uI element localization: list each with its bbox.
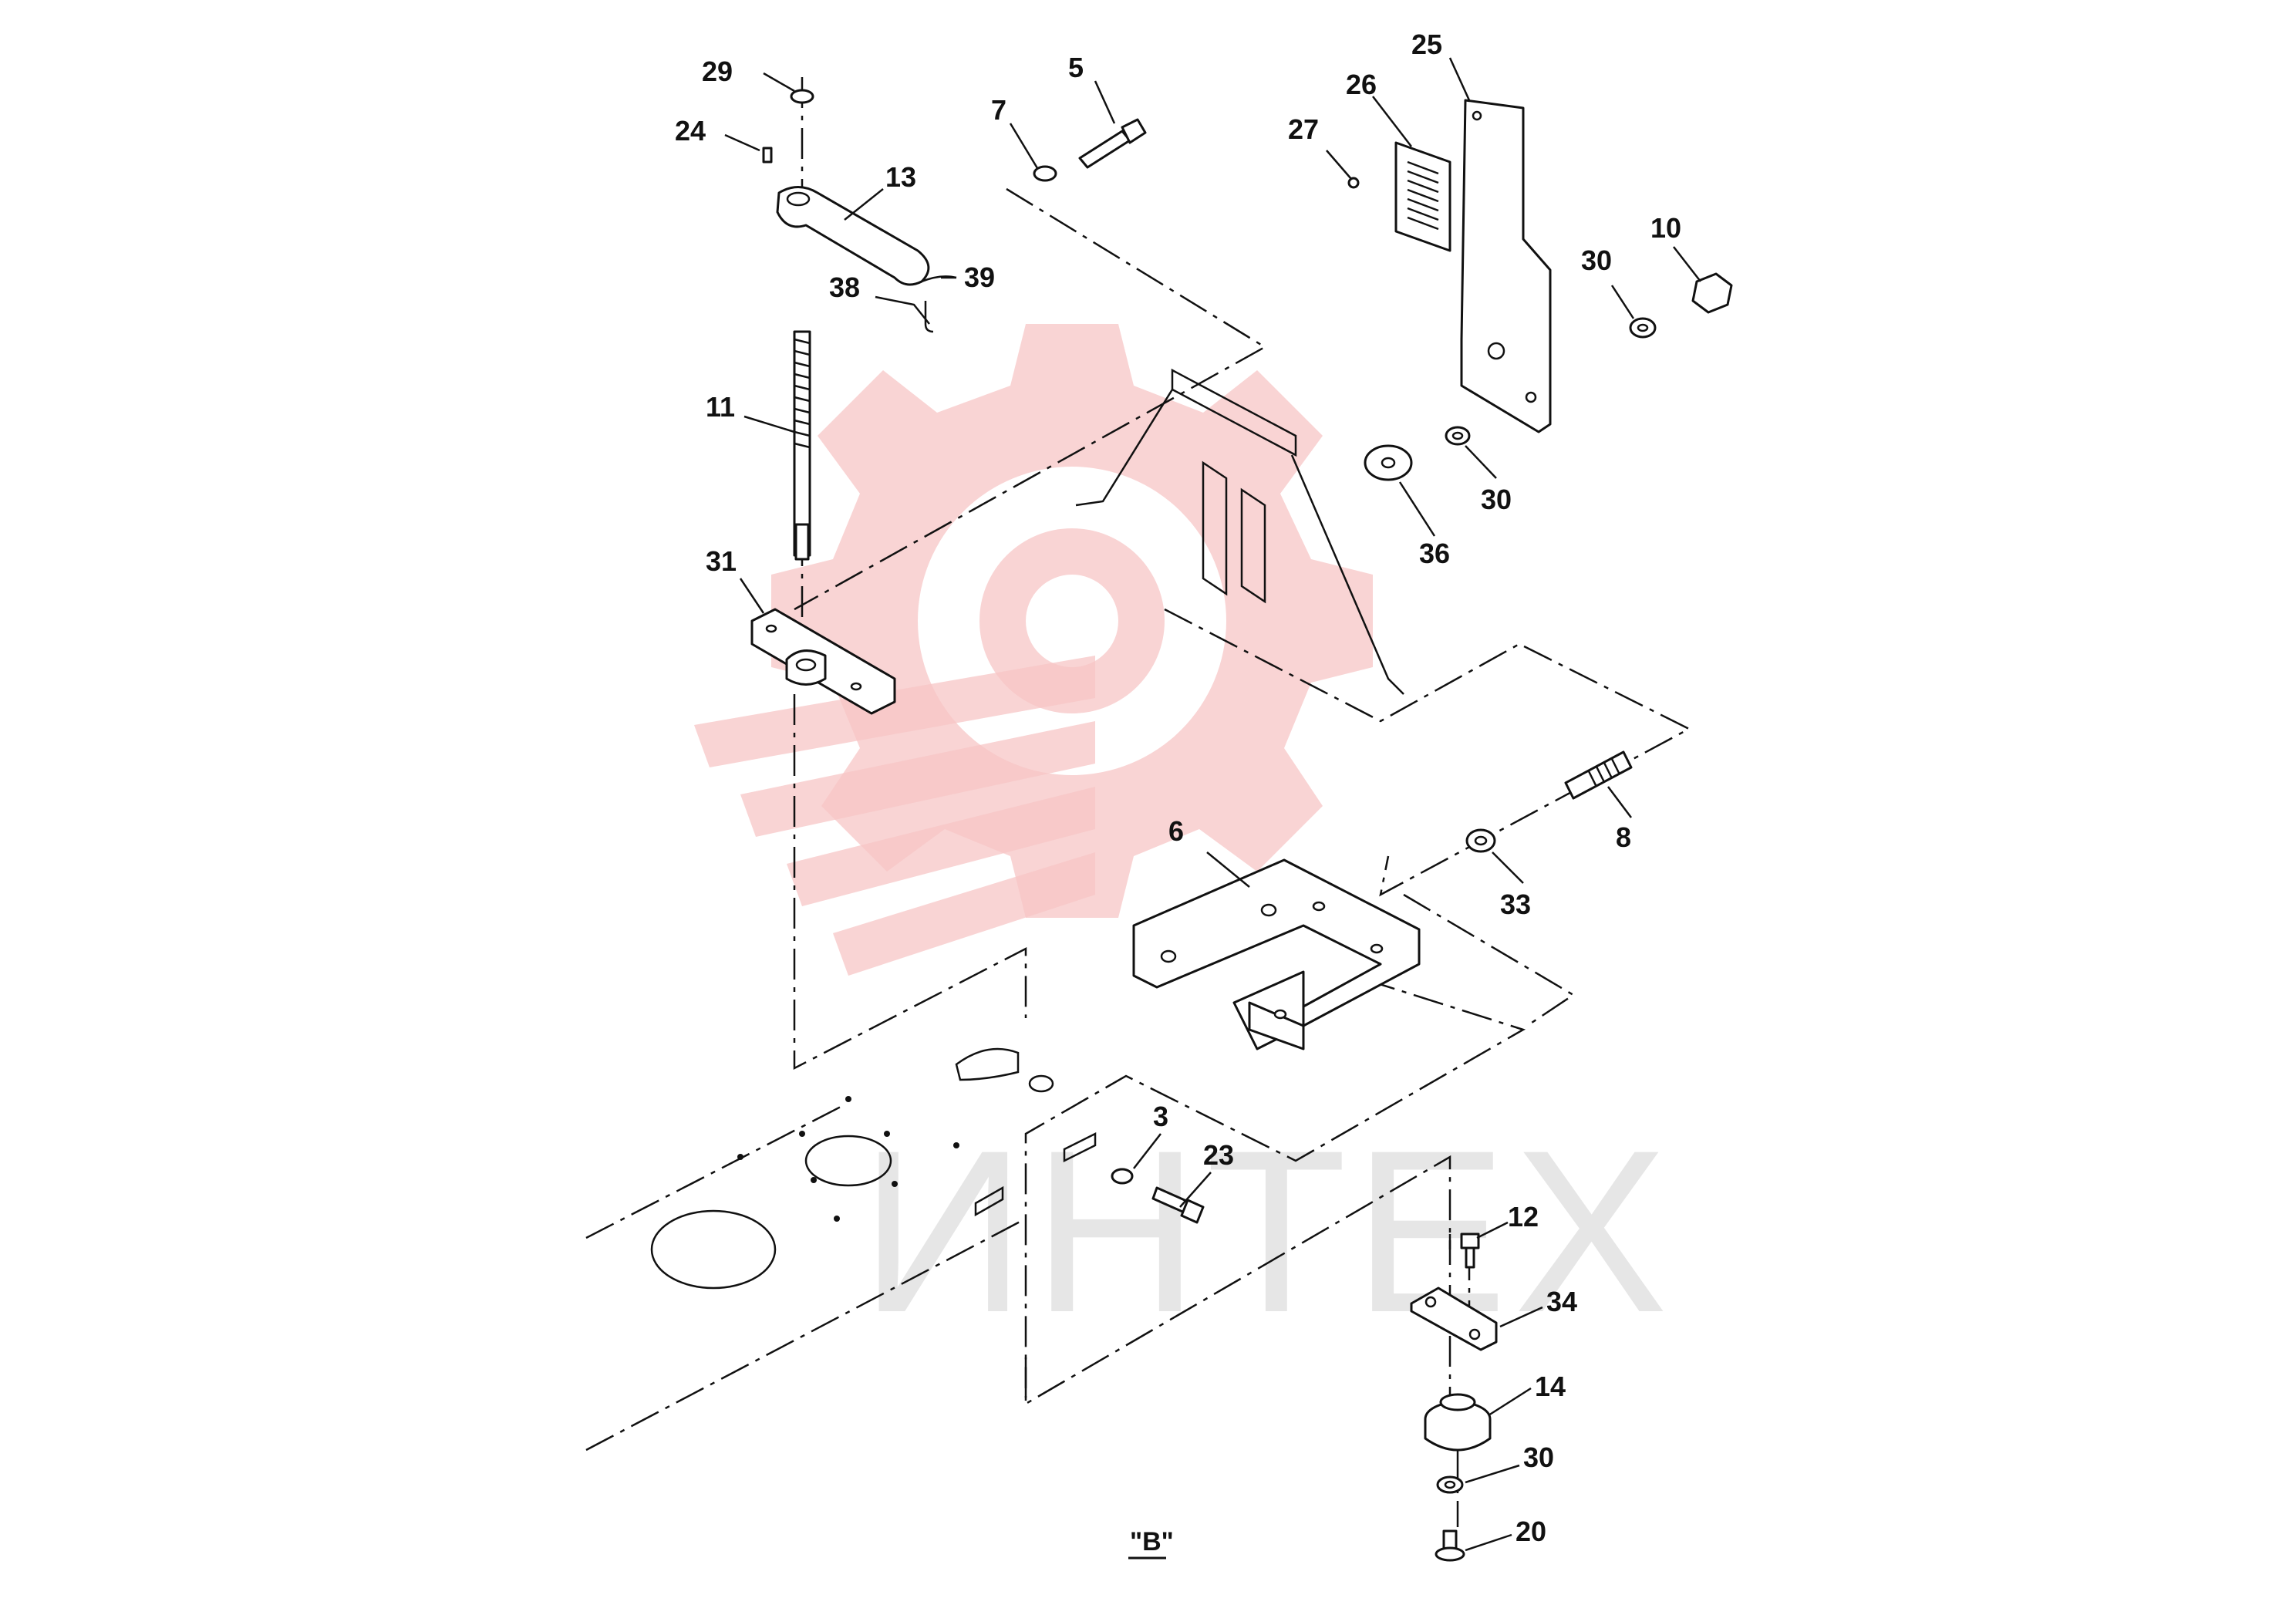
callout-33: 33	[1500, 889, 1531, 920]
callout-29: 29	[702, 56, 733, 87]
rubber-mount-part	[1424, 1393, 1492, 1452]
callout-36: 36	[1419, 538, 1450, 569]
spring-bracket-phantom	[1075, 368, 1404, 695]
callout-11: 11	[706, 391, 735, 423]
callout-7: 7	[991, 94, 1006, 126]
bolt-part	[1078, 118, 1147, 169]
stud-part	[1564, 750, 1633, 800]
callout-12: 12	[1508, 1201, 1539, 1233]
callout-26: 26	[1346, 69, 1377, 100]
screw-part	[1347, 177, 1360, 189]
callout-10: 10	[1650, 212, 1681, 244]
leader-lines	[724, 57, 1701, 1552]
callout-25: 25	[1411, 29, 1442, 60]
small-screw-part	[1460, 1233, 1480, 1269]
watermark-logo	[694, 324, 1373, 976]
base-bolt-part	[1435, 1529, 1465, 1562]
callout-24: 24	[675, 115, 706, 147]
callout-23: 23	[1203, 1139, 1234, 1171]
circlip-part	[790, 89, 814, 104]
callout-3: 3	[1153, 1101, 1168, 1132]
bracket-plate-part	[1460, 99, 1552, 433]
lower-bolt-part	[1151, 1186, 1205, 1224]
callouts: 29 24 13 39 38 11 31 7 5 25 26 27 10 30 …	[675, 29, 1681, 1547]
base-plate-holes	[650, 1047, 1097, 1290]
callout-5: 5	[1068, 52, 1084, 83]
watermark-text: ИНТЕХ	[860, 1101, 1674, 1361]
u-frame-part	[1132, 858, 1421, 1050]
label-plate-part	[1394, 141, 1451, 252]
callout-8: 8	[1616, 821, 1631, 853]
callout-27: 27	[1288, 113, 1319, 145]
callout-20: 20	[1515, 1516, 1546, 1547]
callout-30-upper: 30	[1581, 244, 1612, 276]
callout-38: 38	[829, 271, 860, 303]
callout-30-lower: 30	[1523, 1442, 1554, 1473]
pin-part	[762, 147, 773, 164]
threaded-rod-part	[793, 330, 811, 561]
nut-part	[1691, 272, 1733, 314]
callout-31: 31	[706, 545, 737, 577]
lever-part	[776, 186, 957, 333]
washer-part	[1033, 165, 1057, 182]
callout-13: 13	[885, 161, 916, 193]
callout-14: 14	[1535, 1371, 1566, 1402]
callout-6: 6	[1168, 815, 1184, 847]
mounting-block-part	[750, 608, 896, 715]
callout-34: 34	[1546, 1286, 1577, 1317]
callout-39: 39	[964, 261, 995, 293]
spacer-part	[1465, 828, 1496, 853]
callout-30-mid: 30	[1481, 484, 1512, 515]
small-bracket-part	[1410, 1286, 1498, 1351]
lower-washer-part	[1111, 1168, 1134, 1185]
view-label: "B"	[1130, 1527, 1174, 1556]
